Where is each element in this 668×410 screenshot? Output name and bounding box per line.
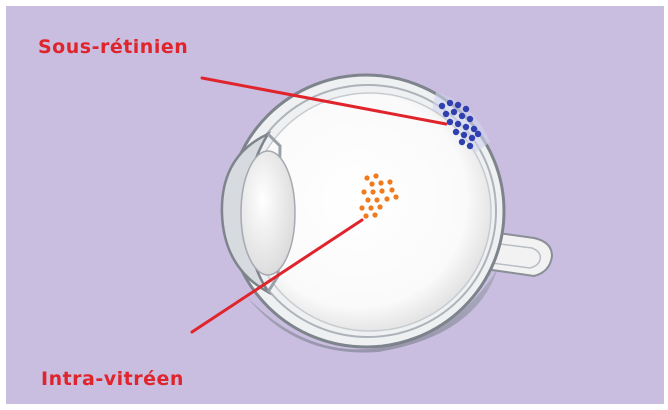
eye-cross-section-icon [6,6,664,404]
intravitreal-label: Intra-vitréen [41,368,184,390]
diagram-canvas: Sous-rétinien Intra-vitréen [6,6,664,404]
subretinal-label: Sous-rétinien [38,36,188,58]
lens [241,151,295,275]
